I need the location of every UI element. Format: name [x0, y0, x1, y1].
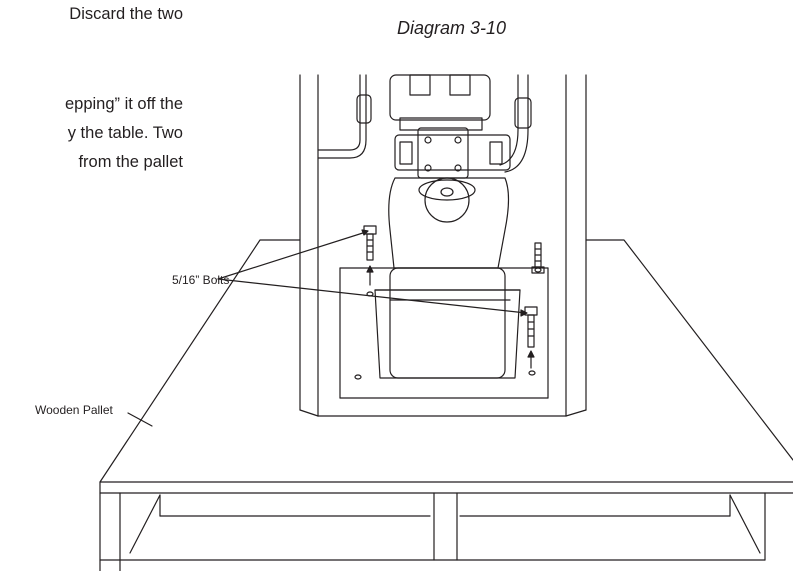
body-text-line-1: Discard the two: [69, 5, 183, 23]
pallet-callout-label: Wooden Pallet: [35, 403, 113, 417]
body-text-line-3: y the table. Two: [67, 124, 183, 142]
valve-block: [395, 128, 510, 178]
bolts-callout-label: 5/16” Bolts: [172, 273, 230, 287]
pallet-stringers: [100, 493, 765, 571]
upright-frame: [300, 75, 586, 416]
motor: [390, 75, 490, 130]
body-text-line-2: epping” it off the: [64, 95, 183, 113]
bolt-left: [364, 226, 376, 285]
mounting-holes: [355, 268, 541, 379]
bolt-top-right: [532, 243, 544, 273]
bolt-right: [525, 307, 537, 368]
pump-body: [375, 268, 520, 378]
callout-leaders: [128, 230, 527, 426]
hydraulic-hoses: [318, 75, 531, 172]
body-text-line-4: from the pallet: [78, 153, 183, 171]
reservoir-tank: [389, 178, 509, 268]
diagram-caption: Diagram 3-10: [397, 18, 507, 38]
pallet-deck: [100, 240, 793, 571]
